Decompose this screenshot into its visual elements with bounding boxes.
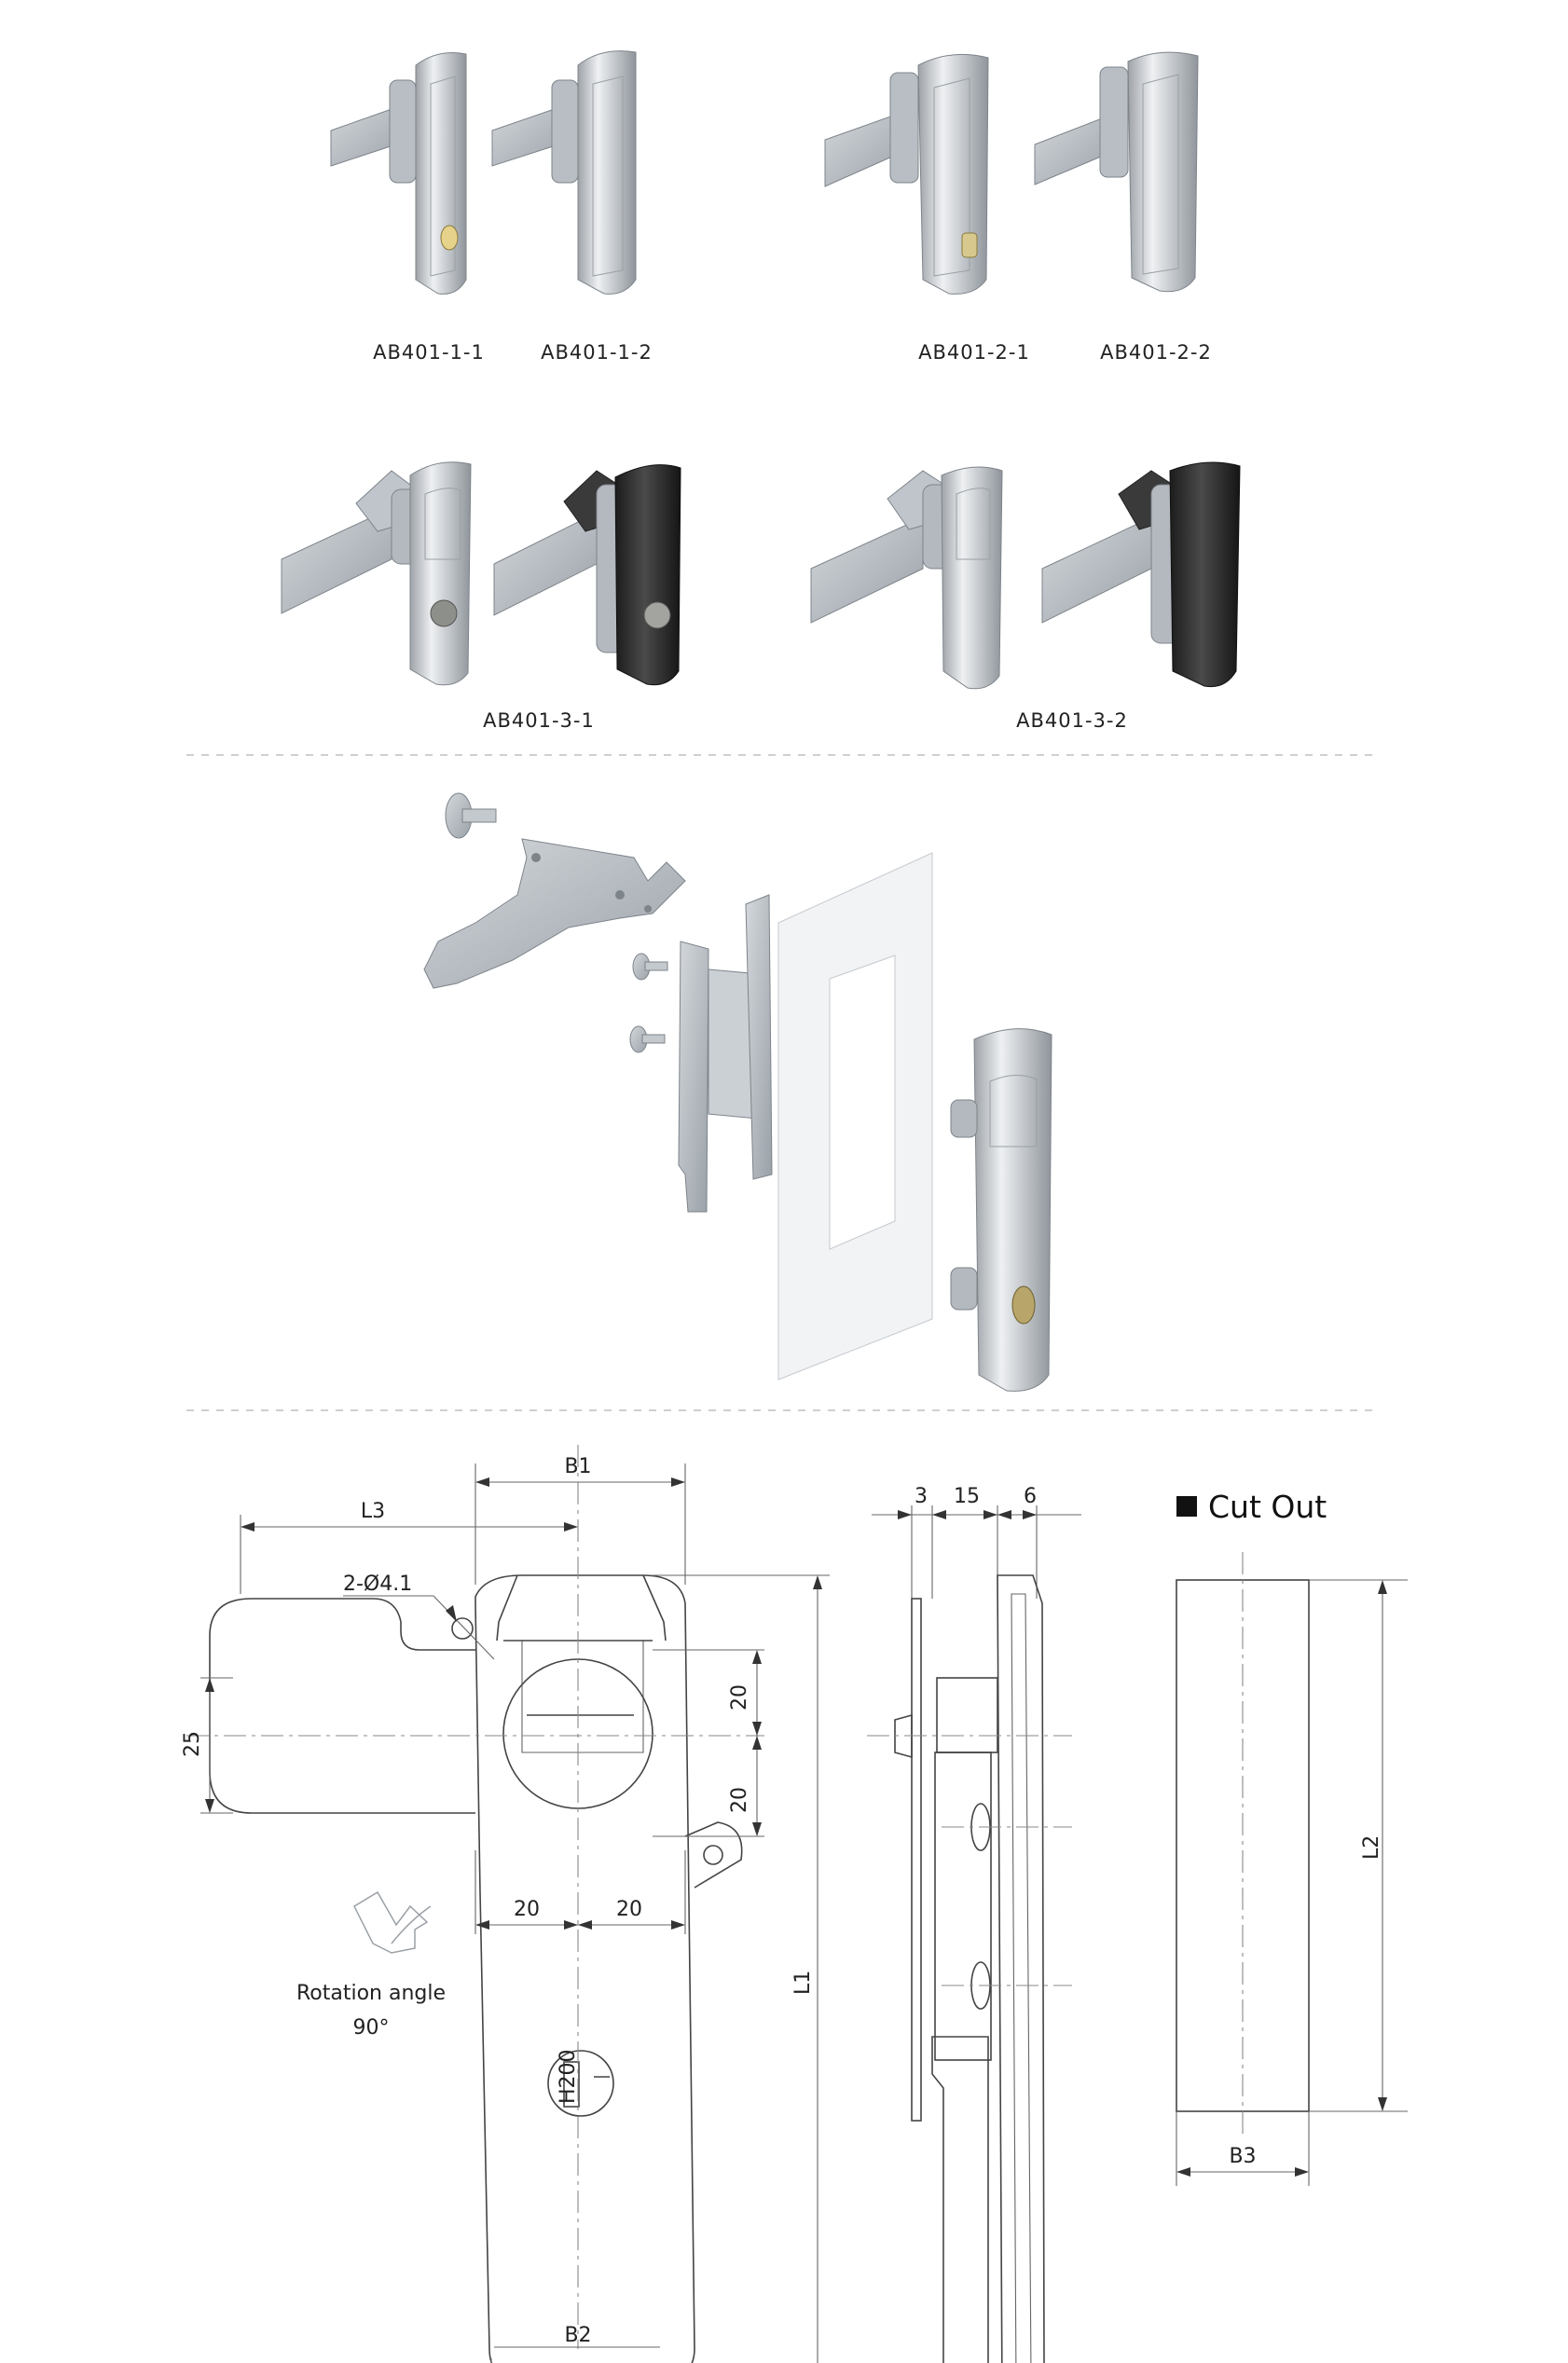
rotation-angle-label: Rotation angle [296,1982,446,2005]
dim-25: 25 [181,1731,204,1757]
dim-15: 15 [954,1485,980,1508]
front-view-drawing: H200 B1 L3 2-Ø4.1 20 20 25 [181,1445,830,2363]
dim-b3: B3 [1229,2145,1256,2168]
product-ab401-1-2-image [491,50,637,295]
rotation-angle-value: 90° [353,2016,390,2040]
product-ab401-3-1b-image [493,464,681,686]
product-label-ab401-1-1: AB401-1-1 [373,341,485,364]
dim-b1: B1 [564,1455,591,1478]
dim-20-lower: 20 [728,1787,751,1813]
dim-6: 6 [1024,1485,1037,1508]
key-mark-label: H200 [557,2049,580,2104]
product-label-ab401-1-2: AB401-1-2 [541,341,653,364]
dim-l3: L3 [361,1500,385,1523]
dim-l1: L1 [791,1971,815,1995]
cutout-square-icon [1176,1496,1197,1517]
product-ab401-3-2b-image [1041,461,1241,688]
dim-3: 3 [915,1485,928,1508]
panel-cutout [829,955,896,1250]
product-label-ab401-2-2: AB401-2-2 [1100,341,1212,364]
product-label-ab401-3-2: AB401-3-2 [1016,709,1128,732]
dim-hole: 2-Ø4.1 [343,1573,412,1596]
bolt-top-icon [445,792,497,839]
product-ab401-2-1-image [824,53,989,295]
dim-l2: L2 [1360,1835,1383,1860]
cutout-drawing: Cut Out L2 B3 [1176,1489,1408,2186]
product-ab401-1-1-image [330,52,467,295]
exploded-assembly-view [423,792,1052,1392]
screw-2-icon [629,1025,666,1053]
product-label-ab401-3-1: AB401-3-1 [483,709,595,732]
product-label-ab401-2-1: AB401-2-1 [918,341,1030,364]
screw-1-icon [632,953,668,981]
dim-b2: B2 [564,2324,591,2347]
product-ab401-3-2a-image [810,466,1003,690]
dim-20-left: 20 [514,1898,540,1921]
dim-20-right: 20 [616,1898,642,1921]
product-ab401-2-2-image [1034,51,1199,293]
side-view-drawing: 3 15 6 [867,1485,1081,2363]
cutout-title: Cut Out [1208,1489,1327,1525]
product-ab401-3-1a-image [281,461,472,686]
lock-body-image [950,1028,1052,1392]
dim-20-upper: 20 [728,1684,751,1710]
rotation-arrow-icon [353,1890,432,1954]
